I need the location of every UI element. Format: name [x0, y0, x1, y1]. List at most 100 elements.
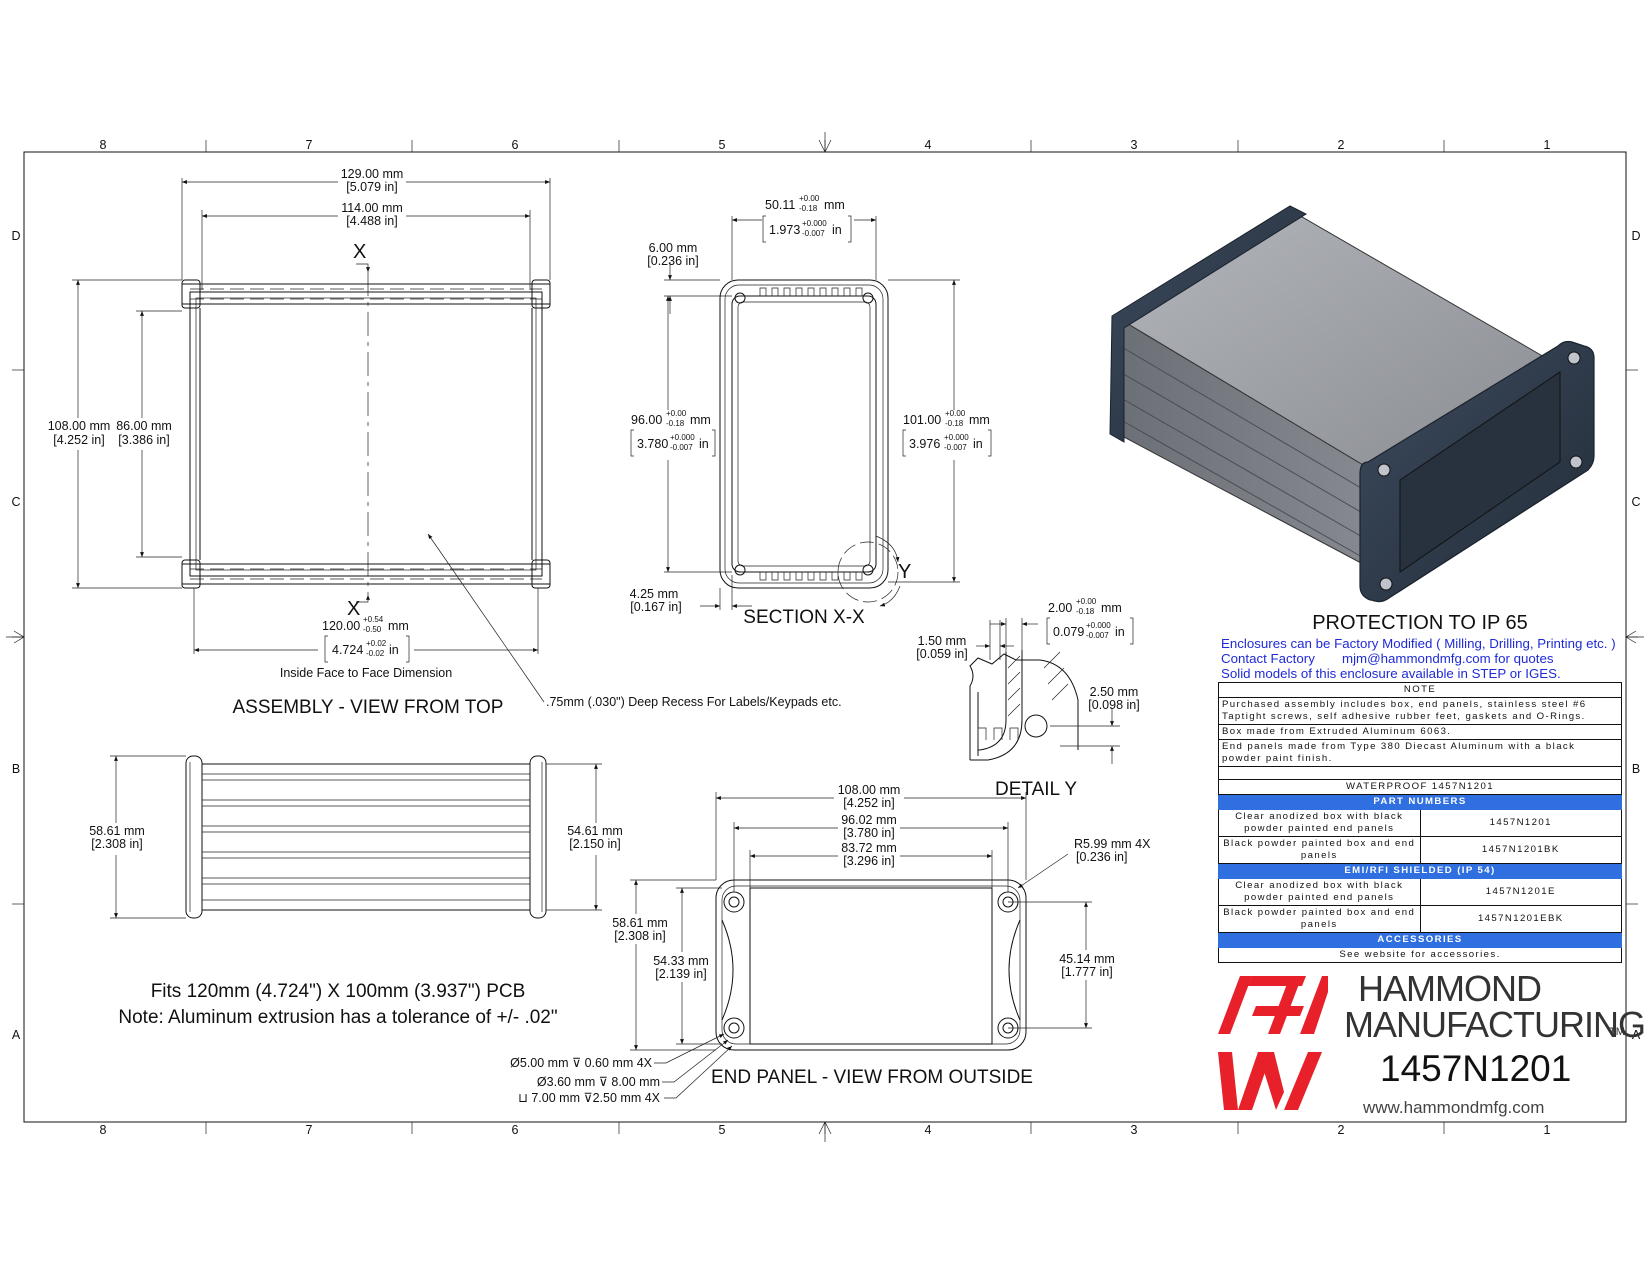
- table-row: Clear anodized box with black powder pai…: [1218, 878, 1622, 906]
- note-row: End panels made from Type 380 Diecast Al…: [1218, 739, 1622, 767]
- dim-top-width-value: 50.11: [765, 198, 795, 212]
- zone-column-label: 8: [100, 138, 107, 152]
- dim-outer-height-tol-minus: -0.18: [945, 419, 964, 428]
- zone-column-label: 5: [719, 138, 726, 152]
- zone-column-label: 3: [1131, 1123, 1138, 1137]
- factory-modified-note: Enclosures can be Factory Modified ( Mil…: [1221, 636, 1616, 651]
- part-number-title: 1457N1201: [1380, 1048, 1572, 1089]
- part-desc: Black powder painted box and end panels: [1218, 836, 1421, 864]
- part-desc: Clear anodized box with black powder pai…: [1218, 809, 1421, 837]
- dim-gap-in-unit: in: [1115, 625, 1125, 639]
- solid-models-note: Solid models of this enclosure available…: [1221, 666, 1561, 681]
- dim-top-width-in-unit: in: [832, 223, 842, 237]
- hole-callout-2: Ø3.60 mm ⊽ 8.00 mm: [537, 1075, 660, 1089]
- website-link[interactable]: www.hammondmfg.com: [1363, 1098, 1545, 1117]
- dim-side-height-right-mm: 54.61 mm: [567, 824, 623, 838]
- zone-column-label: 7: [306, 138, 313, 152]
- spacer-row: [1218, 766, 1622, 780]
- hole-callout-1: Ø5.00 mm ⊽ 0.60 mm 4X: [510, 1056, 652, 1070]
- section-view: 50.11 +0.00 -0.18 mm 1.973 +0.000 -0.007…: [626, 194, 996, 628]
- zone-column-label: 7: [306, 1123, 313, 1137]
- end-panel-title: END PANEL - VIEW FROM OUTSIDE: [711, 1067, 1033, 1088]
- title-block: PROTECTION TO IP 65 Enclosures can be Fa…: [1218, 612, 1646, 1132]
- enclosure-3d-render: [1109, 205, 1595, 603]
- top-view-title: ASSEMBLY - VIEW FROM TOP: [233, 697, 504, 718]
- zone-column-label: 4: [925, 138, 932, 152]
- part-number-cell: 1457N1201: [1419, 809, 1622, 837]
- dim-width-overall-in: [5.079 in]: [346, 180, 397, 194]
- logo-hammond: HAMMOND: [1358, 968, 1542, 1009]
- accessories-note: See website for accessories.: [1218, 947, 1622, 963]
- zone-row-label: A: [12, 1028, 21, 1042]
- dim-inner-height-unit: mm: [690, 413, 711, 427]
- dim-wall-top-mm: 6.00 mm: [649, 241, 698, 255]
- table-row: Clear anodized box with black powder pai…: [1218, 809, 1622, 837]
- dim-width-overall-mm: 129.00 mm: [341, 167, 404, 181]
- dim-inside-face-tol-plus: +0.54: [363, 615, 384, 624]
- end-panel-view: 108.00 mm [4.252 in] 96.02 mm [3.780 in]…: [510, 782, 1151, 1105]
- zone-column-label: 5: [719, 1123, 726, 1137]
- zone-column-label: 1: [1544, 1123, 1551, 1137]
- table-row: Black powder painted box and end panels …: [1218, 905, 1622, 933]
- dim-inner-height-tol-plus: +0.00: [666, 409, 687, 418]
- dim-length-inner-mm: 86.00 mm: [116, 419, 172, 433]
- dim-outer-height-tol-plus: +0.00: [945, 409, 966, 418]
- dim-length-inner-in: [3.386 in]: [118, 433, 169, 447]
- dim-panel-width-inner-mm: 83.72 mm: [841, 841, 897, 855]
- contact-factory-label: Contact Factory: [1221, 651, 1315, 666]
- dim-wall-top-in: [0.236 in]: [647, 254, 698, 268]
- dim-wall-in: [0.059 in]: [916, 647, 967, 661]
- dim-outer-height-in-value: 3.976: [909, 437, 940, 451]
- assembly-top-view: X X 129.00 mm [5.079 in] 114.00 mm [4.48…: [44, 166, 842, 718]
- dim-top-width-in-tol-plus: +0.000: [802, 219, 827, 228]
- dim-panel-height-inner-mm: 45.14 mm: [1059, 952, 1115, 966]
- hammond-logo-icon: [1218, 976, 1328, 1110]
- protection-rating: PROTECTION TO IP 65: [1312, 612, 1528, 634]
- emi-header: EMI/RFI SHIELDED (IP 54): [1218, 863, 1622, 879]
- zone-column-label: 6: [512, 138, 519, 152]
- dim-depth-in: [0.098 in]: [1088, 698, 1139, 712]
- section-marker-x-top: X: [353, 241, 366, 263]
- dim-panel-height-overall-in: [2.308 in]: [614, 929, 665, 943]
- dim-width-inner-in: [4.488 in]: [346, 214, 397, 228]
- hole-callout-3: ⊔ 7.00 mm ⊽2.50 mm 4X: [518, 1091, 661, 1105]
- dim-panel-width-mid-in: [3.780 in]: [843, 826, 894, 840]
- contact-email[interactable]: mjm@hammondmfg.com for quotes: [1342, 651, 1554, 666]
- dim-top-width-unit: mm: [824, 198, 845, 212]
- tolerance-note: Note: Aluminum extrusion has a tolerance…: [118, 1007, 557, 1028]
- dim-radius-in: [0.236 in]: [1076, 850, 1127, 864]
- part-desc: Black powder painted box and end panels: [1218, 905, 1421, 933]
- dim-top-width-tol-minus: -0.18: [799, 204, 818, 213]
- part-desc: Clear anodized box with black powder pai…: [1218, 878, 1421, 906]
- dim-panel-height-mid-in: [2.139 in]: [655, 967, 706, 981]
- dim-gap-unit: mm: [1101, 601, 1122, 615]
- zone-row-label: A: [1632, 1028, 1641, 1042]
- dim-inner-height-in-unit: in: [699, 437, 709, 451]
- dim-gap-in-tol-plus: +0.000: [1086, 621, 1111, 630]
- dim-gap-tol-plus: +0.00: [1076, 597, 1097, 606]
- dim-inside-face-in-tol-plus: +0.02: [366, 639, 387, 648]
- zone-row-label: B: [1632, 762, 1640, 776]
- dim-outer-height-value: 101.00: [903, 413, 941, 427]
- dim-inside-face-value: 120.00: [322, 619, 360, 633]
- note-row: Purchased assembly includes box, end pan…: [1218, 697, 1622, 725]
- dim-outer-height-in-unit: in: [973, 437, 983, 451]
- dim-radius-mm: R5.99 mm 4X: [1074, 837, 1151, 851]
- dim-panel-height-inner-in: [1.777 in]: [1061, 965, 1112, 979]
- dim-width-inner-mm: 114.00 mm: [341, 201, 403, 215]
- dim-length-overall-in: [4.252 in]: [53, 433, 104, 447]
- side-view: 58.61 mm [2.308 in] 54.61 mm [2.150 in]: [84, 755, 628, 919]
- dim-inner-height-tol-minus: -0.18: [666, 419, 685, 428]
- zone-column-label: 1: [1544, 138, 1551, 152]
- dim-inside-face: 120.00 +0.54 -0.50 mm 4.724 +0.02 -0.02 …: [322, 615, 410, 663]
- part-numbers-header: PART NUMBERS: [1218, 794, 1622, 810]
- logo-tm: TM: [1609, 1026, 1625, 1038]
- note-row: Box made from Extruded Aluminum 6063.: [1218, 724, 1622, 740]
- dim-inner-height-in-tol-minus: -0.007: [670, 443, 693, 452]
- section-view-title: SECTION X-X: [743, 607, 865, 628]
- dim-side-height-right-in: [2.150 in]: [569, 837, 620, 851]
- zone-column-label: 8: [100, 1123, 107, 1137]
- dim-top-width-in-tol-minus: -0.007: [802, 229, 825, 238]
- zone-row-label: C: [11, 495, 20, 509]
